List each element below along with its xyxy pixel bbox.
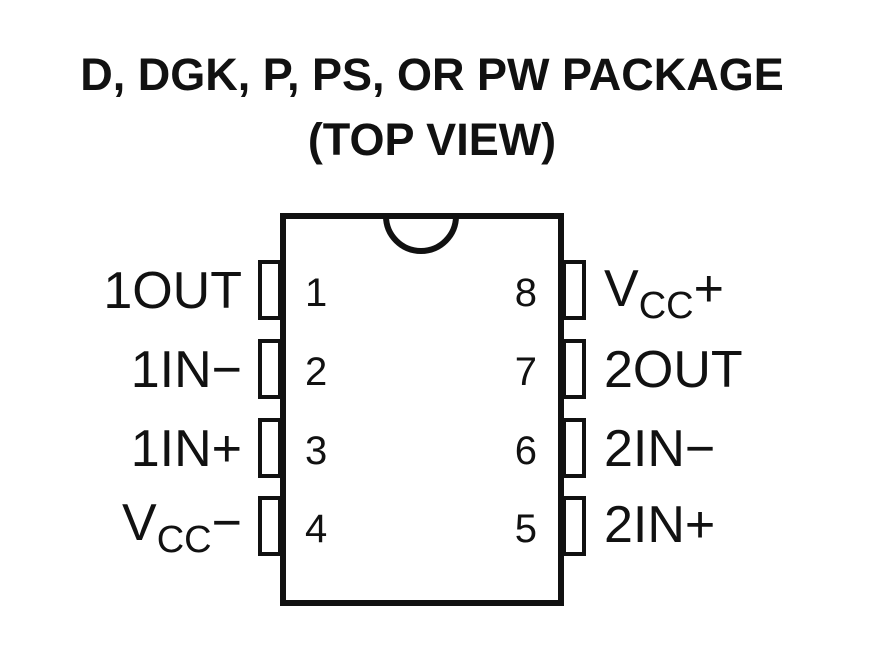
pin-4-lead — [258, 496, 282, 556]
vcc-main: V — [122, 494, 157, 552]
vcc-subscript: CC — [157, 519, 212, 561]
pin-number-6: 6 — [515, 429, 537, 473]
pin-number-8: 8 — [515, 271, 537, 315]
pin-2-lead — [258, 339, 282, 399]
view-subtitle: (TOP VIEW) — [308, 114, 556, 165]
pin-number-3: 3 — [305, 429, 327, 473]
pin-number-7: 7 — [515, 350, 537, 394]
pin-number-1: 1 — [305, 271, 327, 315]
pin-8-lead — [562, 260, 586, 320]
pin-label-2in-plus: 2IN+ — [604, 496, 715, 554]
pin-number-2: 2 — [305, 350, 327, 394]
pin-label-1in-minus: 1IN− — [131, 341, 242, 399]
package-title: D, DGK, P, PS, OR PW PACKAGE — [80, 49, 783, 100]
pin1-notch — [383, 215, 459, 254]
pin-label-vcc-minus: VCC− — [122, 494, 242, 561]
pin-number-5: 5 — [515, 507, 537, 551]
pin-6-lead — [562, 418, 586, 478]
pin-label-1out: 1OUT — [103, 262, 242, 320]
chip-body — [280, 213, 564, 606]
vcc-main: V — [604, 260, 639, 318]
vcc-subscript: CC — [639, 285, 694, 327]
pin-label-vcc-plus: VCC+ — [604, 260, 724, 327]
pin-5-lead — [562, 496, 586, 556]
pin-3-lead — [258, 418, 282, 478]
vcc-suffix: − — [212, 494, 242, 552]
pin-7-lead — [562, 339, 586, 399]
vcc-suffix: + — [694, 260, 724, 318]
pin-label-1in-plus: 1IN+ — [131, 420, 242, 478]
pin-label-2in-minus: 2IN− — [604, 420, 715, 478]
pin-label-2out: 2OUT — [604, 341, 743, 399]
pin-number-4: 4 — [305, 507, 327, 551]
pin-1-lead — [258, 260, 282, 320]
